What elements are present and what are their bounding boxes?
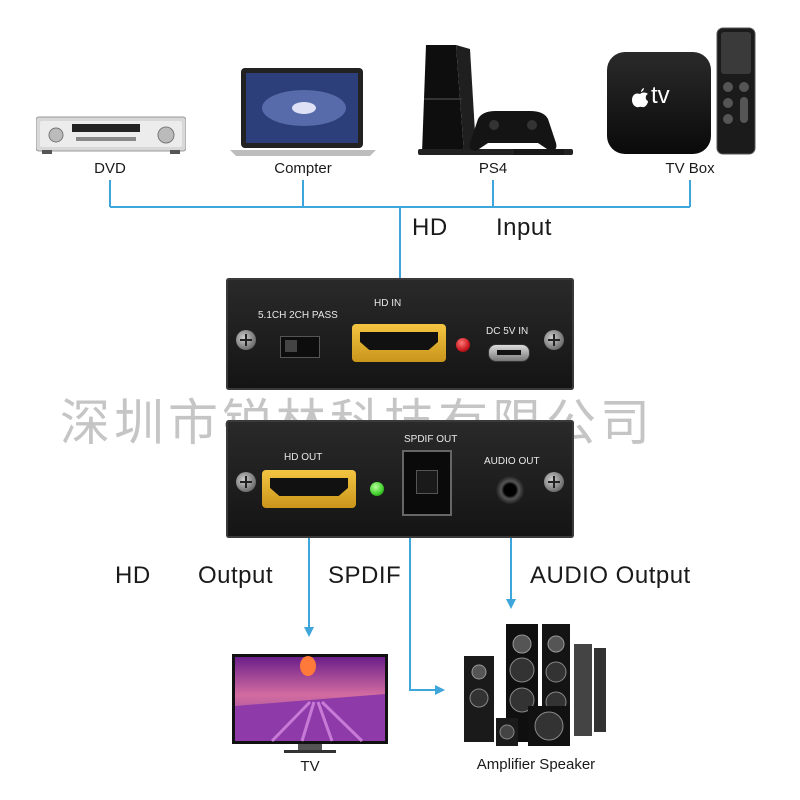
dc-port-slot: [497, 350, 521, 355]
screw-icon: [236, 330, 256, 350]
hdmi-in-label: HD IN: [374, 298, 402, 309]
hdmi-out-label: HD OUT: [284, 452, 323, 463]
destination-label-tv: TV: [300, 758, 320, 775]
red-led-icon: [456, 338, 470, 352]
spdif-arrow: [409, 524, 445, 695]
source-label-ps4: PS4: [478, 160, 508, 177]
hdmi-out-port[interactable]: [262, 470, 356, 508]
apple-logo-icon: [631, 88, 649, 108]
tv-logo-text: tv: [651, 82, 670, 109]
screw-icon: [544, 330, 564, 350]
source-label-tv-box: TV Box: [665, 160, 715, 177]
switch-label: 5.1CH 2CH PASS: [258, 310, 338, 321]
output-caption-audio: AUDIO Output: [530, 562, 691, 589]
ps4-console-icon: [418, 45, 573, 157]
spdif-out-label: SPDIF OUT: [404, 434, 458, 445]
speaker-system-icon: [458, 622, 608, 750]
source-label-dvd: DVD: [94, 160, 126, 177]
screw-icon: [544, 472, 564, 492]
dc-power-port[interactable]: [488, 344, 530, 362]
destination-label-speaker: Amplifier Speaker: [476, 756, 596, 773]
green-led-icon: [370, 482, 384, 496]
screw-icon: [236, 472, 256, 492]
hdmi-in-port[interactable]: [352, 324, 446, 362]
audio-jack-port[interactable]: [496, 476, 524, 504]
dc-in-label: DC 5V IN: [486, 326, 529, 337]
channel-switch[interactable]: [280, 336, 320, 358]
input-caption-hd: HD: [412, 214, 448, 241]
tv-box-icon: tv: [607, 52, 711, 154]
spdif-port-window: [416, 470, 438, 494]
audio-out-label: AUDIO OUT: [484, 456, 540, 467]
input-caption-input: Input: [496, 214, 552, 241]
spdif-port[interactable]: [402, 450, 452, 516]
output-caption-hd: HD: [115, 562, 151, 589]
dvd-player-icon: [35, 115, 187, 155]
tv-icon: [232, 654, 388, 754]
extractor-front-panel: 5.1CH 2CH PASS HD IN DC 5V IN: [226, 278, 574, 390]
switch-knob: [285, 340, 297, 352]
source-label-computer: Compter: [274, 160, 332, 177]
output-caption-output: Output: [198, 562, 274, 589]
tv-box-remote-icon: [716, 27, 756, 155]
output-caption-spdif: SPDIF: [328, 562, 402, 589]
extractor-back-panel: HD OUT SPDIF OUT AUDIO OUT: [226, 420, 574, 538]
laptop-icon: [228, 66, 378, 156]
